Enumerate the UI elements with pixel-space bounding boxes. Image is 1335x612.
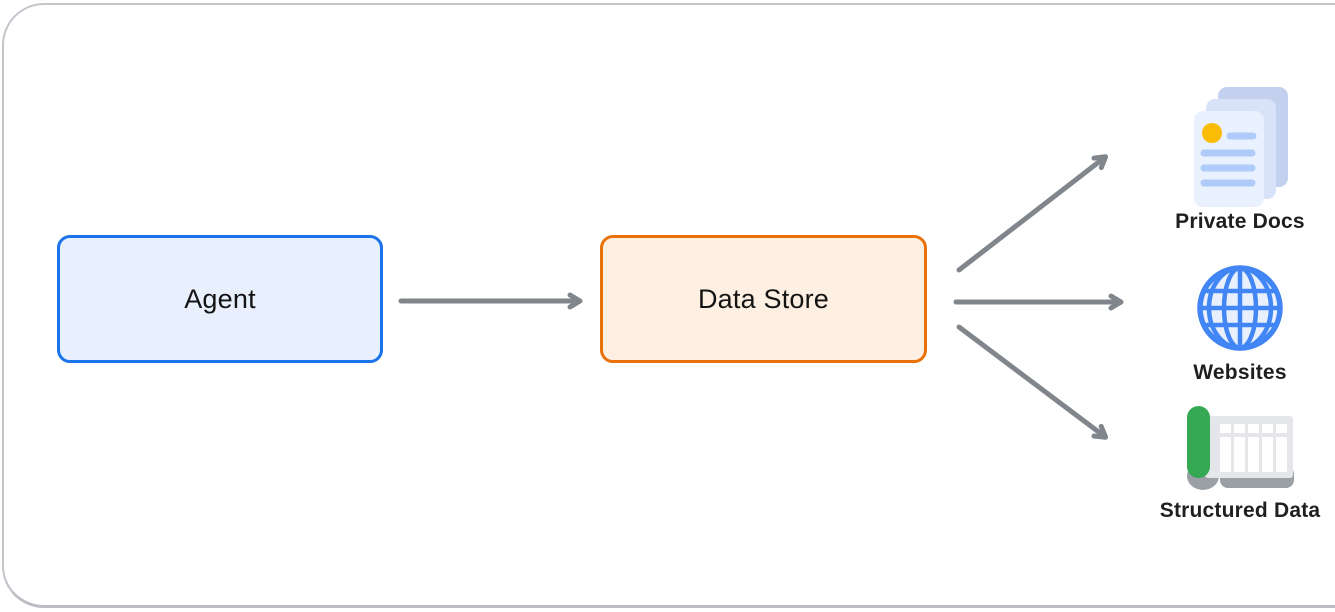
- node-data-store: Data Store: [600, 235, 927, 363]
- globe-grid: [1200, 265, 1280, 351]
- arrow-datastore-to-structured-data: [956, 324, 1109, 440]
- websites-label: Websites: [1193, 361, 1287, 384]
- documents-stack-icon: [1194, 87, 1288, 207]
- node-data-store-label: Data Store: [697, 283, 830, 314]
- spreadsheet-scroll-icon: [1187, 406, 1294, 490]
- target-websites: Websites: [1145, 262, 1335, 385]
- scroll-green-roll: [1187, 406, 1210, 478]
- doc-page-front: [1194, 111, 1264, 207]
- arrow-datastore-to-private-docs: [956, 154, 1109, 273]
- structured-data-label: Structured Data: [1159, 499, 1321, 522]
- doc-text-lines: [1200, 132, 1257, 187]
- globe-icon: [1197, 265, 1283, 351]
- scroll-table-cells: [1220, 424, 1287, 472]
- node-agent: Agent: [57, 235, 383, 363]
- target-private-docs: Private Docs: [1145, 85, 1335, 234]
- doc-bullet-dot: [1202, 123, 1222, 143]
- private-docs-label: Private Docs: [1175, 210, 1305, 233]
- node-agent-label: Agent: [184, 283, 256, 314]
- target-structured-data: Structured Data: [1145, 400, 1335, 523]
